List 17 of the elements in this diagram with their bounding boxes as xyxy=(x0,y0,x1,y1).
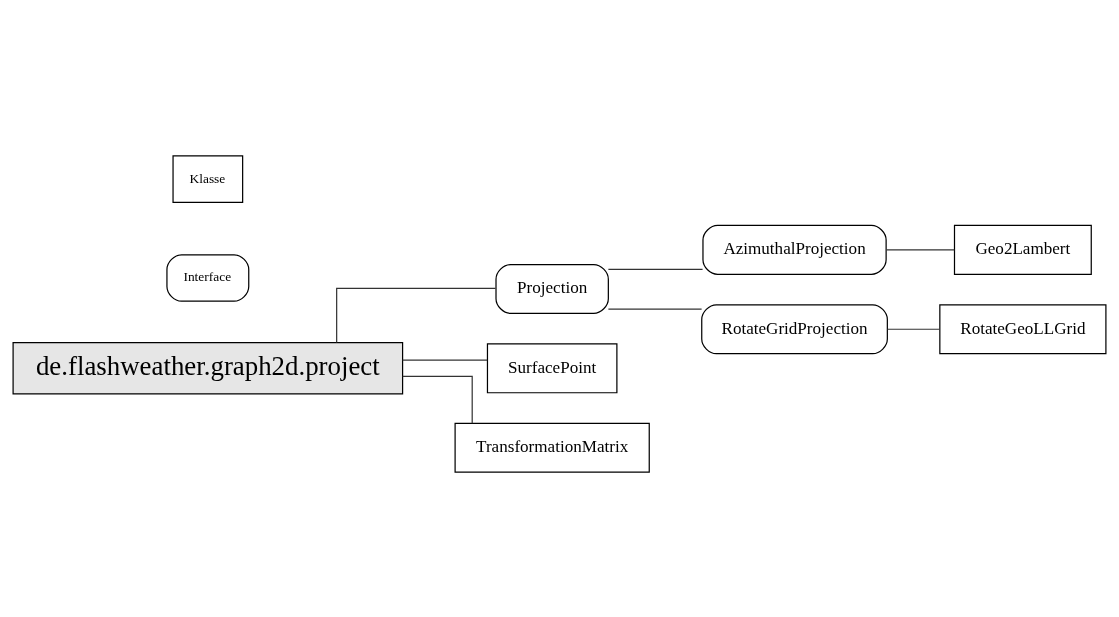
connector xyxy=(336,287,497,344)
node-box: Projection xyxy=(495,263,609,314)
connector xyxy=(886,328,941,330)
connector xyxy=(607,308,703,310)
node-box: SurfacePoint xyxy=(486,343,618,394)
connector xyxy=(402,359,488,361)
node-box: RotateGeoLLGrid xyxy=(939,304,1107,355)
node-box: AzimuthalProjection xyxy=(702,224,887,275)
connector xyxy=(885,249,955,251)
node-box: RotateGridProjection xyxy=(701,304,888,355)
connector xyxy=(402,375,473,424)
legend-label: Klasse xyxy=(189,170,226,186)
node-box: TransformationMatrix xyxy=(454,422,650,473)
node-box: de.flashweather.graph2d.project xyxy=(12,342,404,395)
connector xyxy=(607,268,704,271)
legend-label: Interface xyxy=(183,269,232,285)
node-box: Geo2Lambert xyxy=(953,224,1092,275)
